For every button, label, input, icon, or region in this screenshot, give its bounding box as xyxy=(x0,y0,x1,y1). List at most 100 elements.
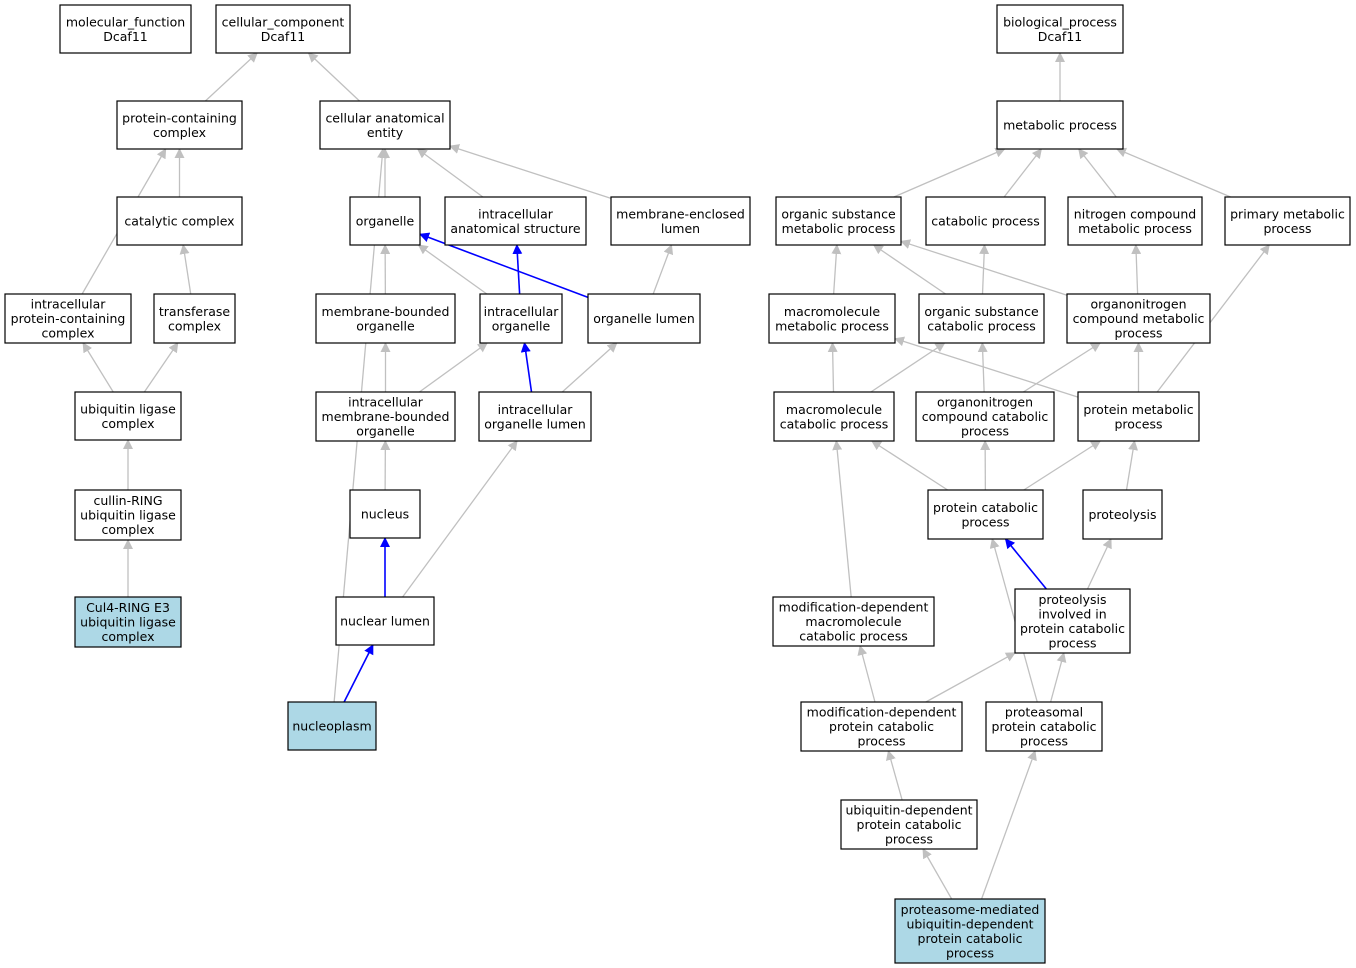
node-mdmc[interactable]: modification-dependentmacromoleculecatab… xyxy=(772,596,935,647)
node-box xyxy=(1014,588,1131,654)
node-cat[interactable]: catabolic process xyxy=(925,196,1046,246)
node-label-line: proteolysis xyxy=(1088,507,1156,522)
node-nl[interactable]: nuclear lumen xyxy=(335,596,435,646)
node-box xyxy=(116,100,243,150)
edge-pipc-to-pcp xyxy=(1004,538,1047,590)
node-label-line: cellular anatomical xyxy=(325,110,444,125)
edge-pmp-to-met xyxy=(1115,147,1231,198)
edge-oscp-to-osm xyxy=(872,244,946,295)
node-box xyxy=(894,898,1046,964)
edge-pmud-to-udpc xyxy=(922,848,953,900)
node-label-line: involved in xyxy=(1038,606,1106,621)
edge-osm-to-met xyxy=(893,147,1006,198)
node-np[interactable]: nucleoplasm xyxy=(287,701,377,751)
edge-pipc-to-prot xyxy=(1086,538,1112,590)
node-box xyxy=(1077,391,1200,442)
node-nuc[interactable]: nucleus xyxy=(349,489,421,539)
node-met[interactable]: metabolic process xyxy=(996,100,1124,150)
node-box xyxy=(315,293,456,344)
node-label-line: protein catabolic xyxy=(933,500,1038,515)
edge-oncm-to-osm xyxy=(900,239,1068,296)
node-label-line: ubiquitin ligase xyxy=(80,401,176,416)
edge-onccp-to-oncm xyxy=(1023,342,1101,393)
node-label-line: process xyxy=(1263,221,1311,236)
node-label-line: ubiquitin ligase xyxy=(80,508,176,523)
node-label-line: process xyxy=(1020,734,1068,749)
node-label-line: complex xyxy=(168,318,221,333)
node-label-line: intracellular xyxy=(348,395,424,410)
node-pmud[interactable]: proteasome-mediatedubiquitin-dependentpr… xyxy=(894,898,1046,964)
node-label-line: complex xyxy=(42,326,95,341)
node-label-line: proteasomal xyxy=(1005,705,1083,720)
node-label-line: transferase xyxy=(159,304,231,319)
node-box xyxy=(116,196,243,246)
node-box xyxy=(153,293,236,344)
node-box xyxy=(1224,196,1351,246)
node-label-line: complex xyxy=(102,629,155,644)
edge-ppcp-to-pipc xyxy=(1049,652,1067,703)
node-label-line: ubiquitin ligase xyxy=(80,615,176,630)
node-label-line: process xyxy=(961,514,1009,529)
node-label-line: protein-containing xyxy=(122,110,237,125)
node-label-line: metabolic process xyxy=(1003,118,1117,133)
node-label-line: macromolecule xyxy=(784,304,880,319)
node-label-line: organelle lumen xyxy=(484,416,586,431)
node-ol[interactable]: organelle lumen xyxy=(587,293,701,344)
node-box xyxy=(1082,489,1163,540)
node-label-line: membrane-enclosed xyxy=(616,206,745,221)
node-prot[interactable]: proteolysis xyxy=(1082,489,1163,540)
node-box xyxy=(335,596,435,646)
node-catc[interactable]: catalytic complex xyxy=(116,196,243,246)
node-label-line: Dcaf11 xyxy=(261,29,305,44)
edge-ias-to-cae xyxy=(416,148,484,198)
node-label-line: protein metabolic xyxy=(1083,402,1193,417)
edge-io-to-org xyxy=(417,244,488,295)
node-label-line: protein catabolic xyxy=(992,719,1097,734)
node-org[interactable]: organelle xyxy=(349,196,421,246)
edge-cat-to-met xyxy=(1003,148,1042,198)
node-label-line: process xyxy=(1114,326,1162,341)
node-box xyxy=(479,293,563,344)
node-label-line: nucleoplasm xyxy=(292,719,371,734)
node-label-line: ubiquitin-dependent xyxy=(906,916,1033,931)
node-box xyxy=(918,293,1045,344)
node-box xyxy=(996,4,1124,54)
node-box xyxy=(927,489,1044,540)
node-box xyxy=(74,596,182,648)
edge-mel-to-cae xyxy=(449,144,612,200)
node-label-line: cullin-RING xyxy=(93,493,162,508)
node-label-line: macromolecule xyxy=(786,402,882,417)
